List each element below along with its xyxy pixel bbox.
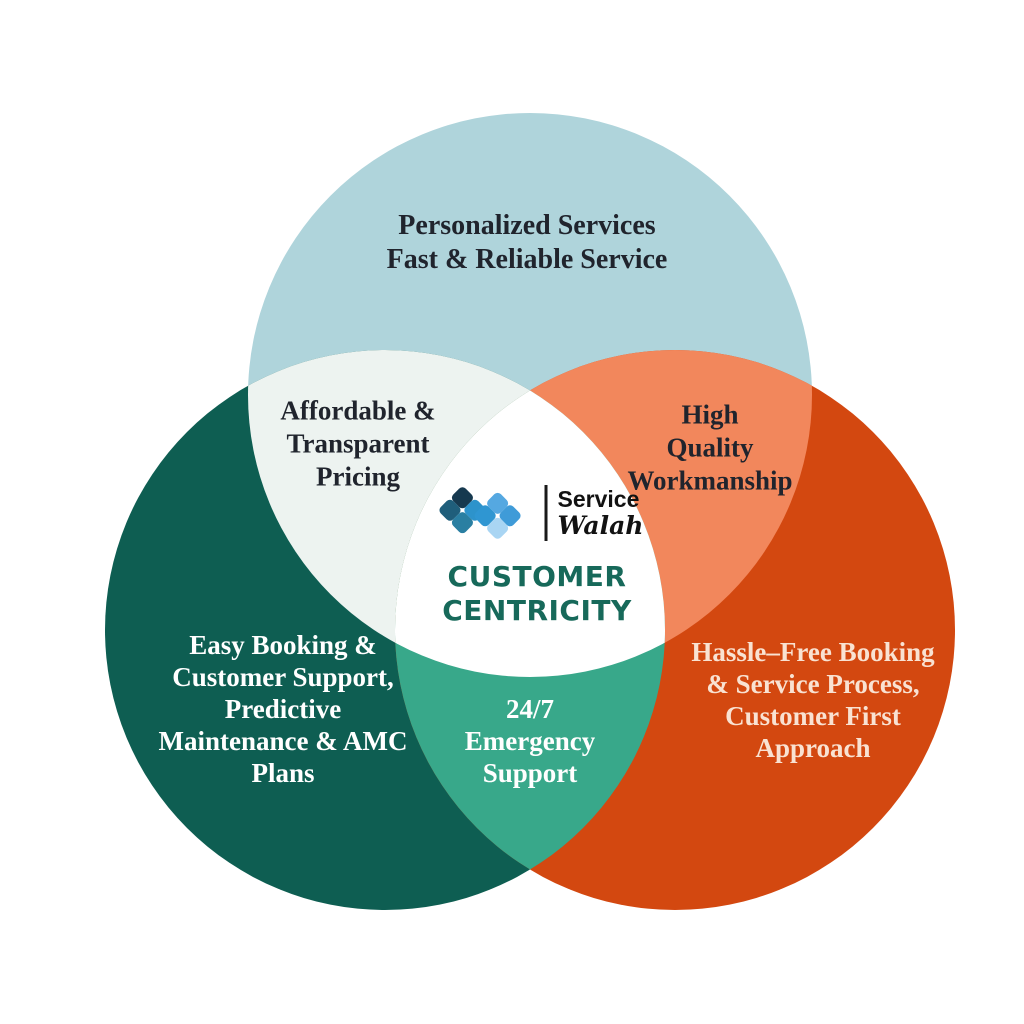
label-high-quality-workmanship: High Quality Workmanship <box>627 399 792 498</box>
label-line: Workmanship <box>627 465 793 496</box>
label-line: Customer First <box>725 701 901 731</box>
label-line: Maintenance & AMC <box>158 726 408 756</box>
label-line: Support <box>482 758 578 788</box>
label-line: Personalized Services <box>398 210 656 241</box>
label-line: 24/7 <box>505 694 555 724</box>
label-line: Predictive <box>224 694 342 724</box>
logo-tile <box>474 505 496 527</box>
logo-left-diamond <box>439 487 486 534</box>
service-walah-logo-icon <box>439 487 521 539</box>
label-line: Easy Booking & <box>189 630 377 660</box>
brand-name-service: Service <box>557 485 640 512</box>
brand-name-walah: Walah <box>557 510 644 540</box>
label-line: Approach <box>755 733 871 763</box>
label-personalized-services: Personalized Services Fast & Reliable Se… <box>387 209 668 277</box>
label-line: Affordable & <box>280 395 436 426</box>
label-easy-booking-support: Easy Booking & Customer Support, Predict… <box>159 629 408 789</box>
title-line: CUSTOMER <box>447 560 627 593</box>
logo-tile <box>487 492 509 514</box>
label-emergency-support: 24/7 Emergency Support <box>465 693 595 789</box>
label-line: High <box>681 399 739 430</box>
logo-right-diamond <box>474 492 521 539</box>
logo-divider <box>544 485 548 541</box>
logo-tile <box>499 505 521 527</box>
label-line: Pricing <box>316 461 400 492</box>
logo-tile <box>451 487 473 509</box>
title-line: CENTRICITY <box>442 594 632 627</box>
label-line: Transparent <box>286 428 430 459</box>
center-region <box>395 350 665 677</box>
label-line: Hassle–Free Booking <box>691 637 935 667</box>
label-line: & Service Process, <box>706 669 920 699</box>
label-line: Plans <box>251 758 315 788</box>
label-line: Quality <box>666 432 754 463</box>
logo-tile <box>439 499 461 521</box>
label-line: Emergency <box>464 726 596 756</box>
logo-tile <box>487 517 509 539</box>
label-line: Customer Support, <box>172 662 394 692</box>
customer-centricity-title: CUSTOMER CENTRICITY <box>442 560 632 628</box>
logo-tile <box>451 512 473 534</box>
label-line: Fast & Reliable Service <box>386 244 668 275</box>
label-hassle-free-booking: Hassle–Free Booking & Service Process, C… <box>691 636 934 764</box>
service-walah-logo: Service Walah <box>437 475 644 551</box>
label-affordable-pricing: Affordable & Transparent Pricing <box>280 395 435 494</box>
